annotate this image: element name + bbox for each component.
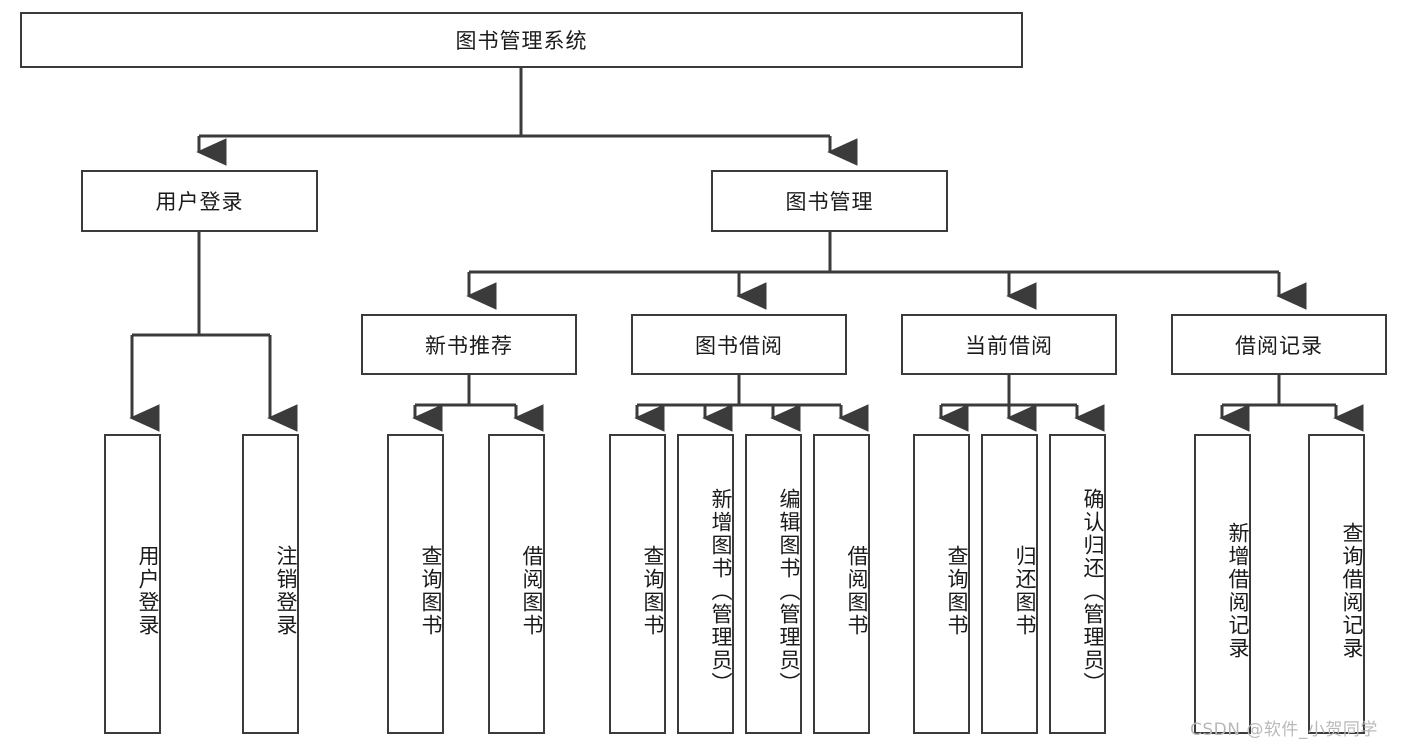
node-new-book-recommend[interactable]: 新书推荐 [361, 314, 577, 375]
node-root[interactable]: 图书管理系统 [20, 12, 1023, 68]
leaf-add-book-admin[interactable]: 新增图书（管理员） [677, 434, 734, 734]
watermark: CSDN @软件_小贺同学 [1190, 720, 1378, 740]
leaf-edit-book-admin-label: 编辑图书（管理员） [777, 487, 801, 695]
leaf-query-book-1-label: 查询图书 [419, 545, 443, 637]
leaf-return-book[interactable]: 归还图书 [981, 434, 1038, 734]
leaf-query-book-3[interactable]: 查询图书 [913, 434, 970, 734]
node-book-borrow-label: 图书借阅 [695, 333, 783, 358]
node-root-label: 图书管理系统 [455, 29, 588, 53]
leaf-query-book-1[interactable]: 查询图书 [387, 434, 444, 734]
leaf-borrow-book-1[interactable]: 借阅图书 [488, 434, 545, 734]
leaf-borrow-book-2-label: 借阅图书 [845, 545, 869, 637]
leaf-borrow-book-1-label: 借阅图书 [520, 545, 544, 637]
leaf-query-borrow-record-label: 查询借阅记录 [1340, 522, 1364, 660]
leaf-logout-label: 注销登录 [274, 545, 298, 637]
node-user-login-label: 用户登录 [155, 190, 244, 214]
node-borrow-record[interactable]: 借阅记录 [1171, 314, 1387, 375]
leaf-confirm-return-admin-label: 确认归还（管理员） [1081, 487, 1105, 695]
leaf-query-book-3-label: 查询图书 [945, 545, 969, 637]
leaf-confirm-return-admin[interactable]: 确认归还（管理员） [1049, 434, 1106, 734]
node-current-borrow-label: 当前借阅 [965, 333, 1053, 358]
leaf-logout[interactable]: 注销登录 [242, 434, 299, 734]
node-book-borrow[interactable]: 图书借阅 [631, 314, 847, 375]
leaf-user-login-label: 用户登录 [136, 545, 160, 637]
leaf-borrow-book-2[interactable]: 借阅图书 [813, 434, 870, 734]
leaf-add-borrow-record-label: 新增借阅记录 [1226, 522, 1250, 660]
leaf-query-book-2-label: 查询图书 [641, 545, 665, 637]
node-book-manage[interactable]: 图书管理 [711, 170, 948, 232]
node-new-book-recommend-label: 新书推荐 [425, 333, 513, 358]
leaf-add-book-admin-label: 新增图书（管理员） [709, 487, 733, 695]
leaf-user-login[interactable]: 用户登录 [104, 434, 161, 734]
leaf-edit-book-admin[interactable]: 编辑图书（管理员） [745, 434, 802, 734]
leaf-query-book-2[interactable]: 查询图书 [609, 434, 666, 734]
leaf-query-borrow-record[interactable]: 查询借阅记录 [1308, 434, 1365, 734]
node-borrow-record-label: 借阅记录 [1235, 333, 1323, 358]
leaf-return-book-label: 归还图书 [1013, 545, 1037, 637]
leaf-add-borrow-record[interactable]: 新增借阅记录 [1194, 434, 1251, 734]
node-book-manage-label: 图书管理 [785, 190, 874, 214]
node-current-borrow[interactable]: 当前借阅 [901, 314, 1117, 375]
node-user-login[interactable]: 用户登录 [81, 170, 318, 232]
